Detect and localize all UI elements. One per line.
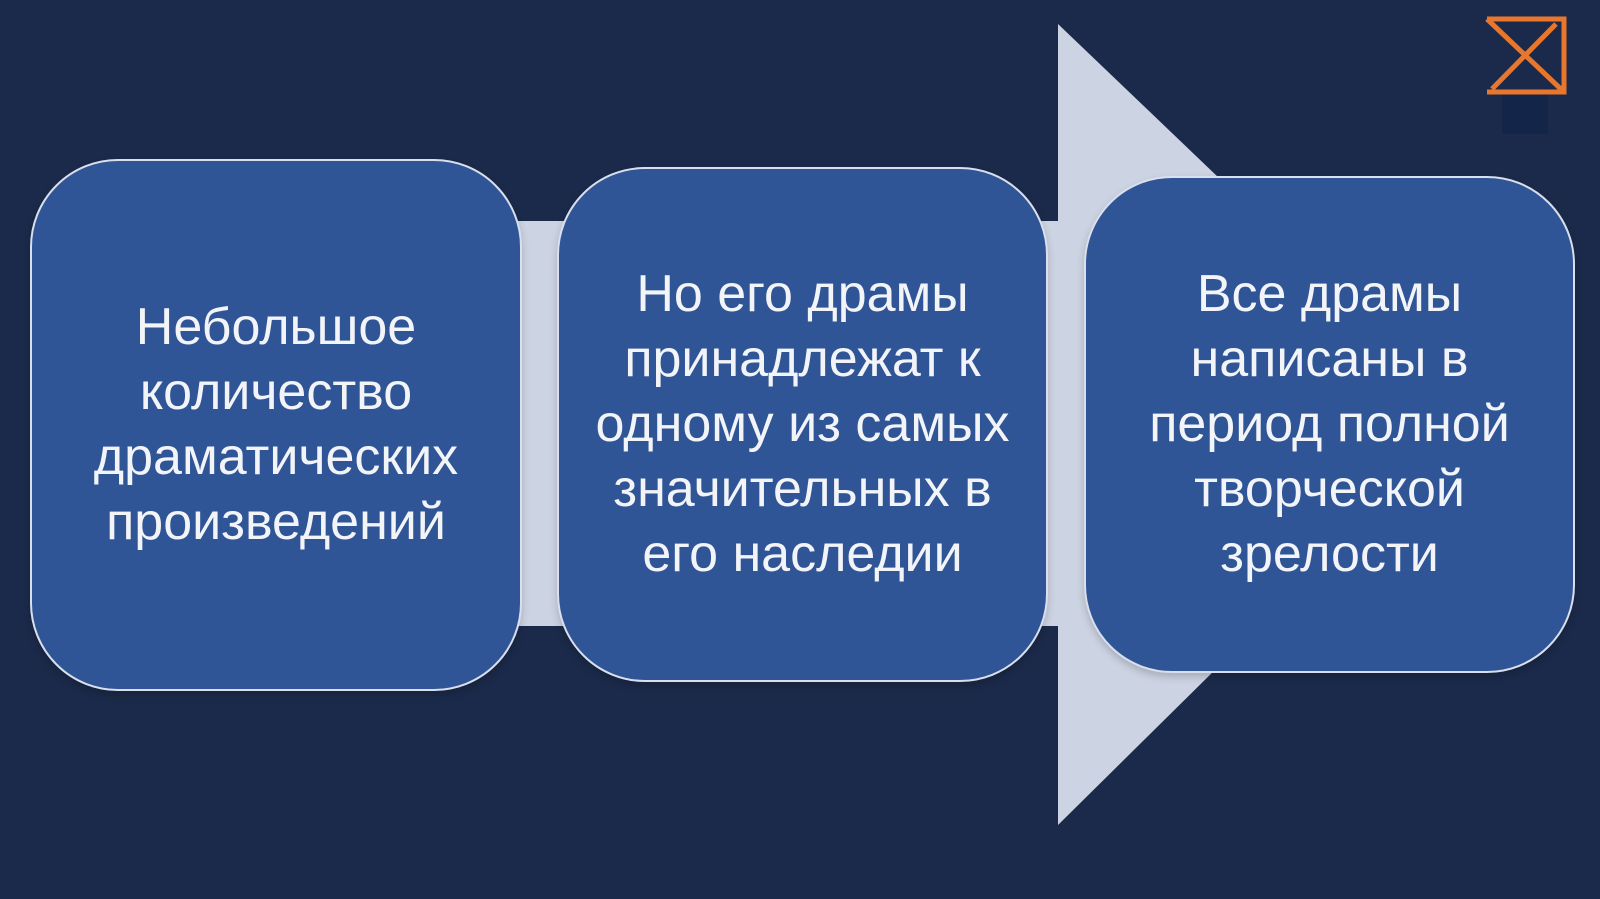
process-step-2: Но его драмы принадлежат к одному из сам… [557, 167, 1048, 682]
process-step-1-text: Небольшое количество драматических произ… [93, 298, 459, 551]
process-step-3: Все драмы написаны в период полной творч… [1084, 176, 1575, 673]
logo-cross-2 [1490, 22, 1558, 91]
process-step-3-text: Все драмы написаны в период полной творч… [1149, 265, 1510, 583]
process-step-1: Небольшое количество драматических произ… [30, 159, 522, 691]
logo-tab [1502, 90, 1548, 134]
process-step-2-text: Но его драмы принадлежат к одному из сам… [595, 265, 1010, 583]
crossed-square-logo-icon [1485, 16, 1567, 134]
logo-stroke [1487, 16, 1567, 95]
